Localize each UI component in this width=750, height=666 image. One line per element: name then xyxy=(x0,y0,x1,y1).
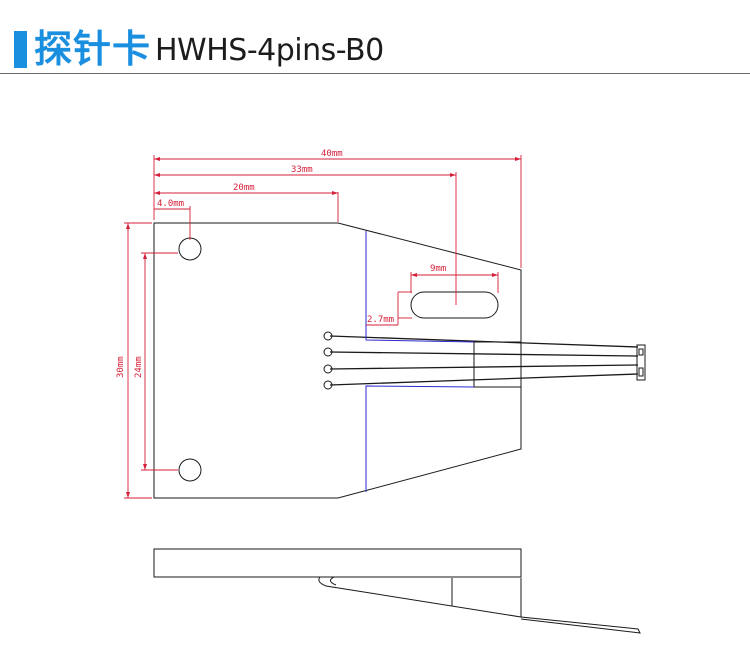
side-view xyxy=(153,548,641,634)
top-view xyxy=(153,222,646,499)
probe-needles xyxy=(329,335,639,386)
side-view-body xyxy=(153,548,522,578)
probe-tip-3 xyxy=(323,364,333,374)
dim-label-33mm: 33mm xyxy=(291,165,313,175)
side-view-taper xyxy=(318,576,522,618)
title-accent-bar xyxy=(14,31,27,68)
dim-label-40mm: 40mm xyxy=(321,149,343,159)
mounting-hole-top xyxy=(178,237,202,261)
card-outline xyxy=(153,222,522,499)
dim-label-2-7mm: 2.7mm xyxy=(367,315,394,325)
header-divider xyxy=(0,73,750,74)
dim-label-20mm: 20mm xyxy=(233,183,255,193)
end-connector xyxy=(636,344,646,381)
dim-label-9mm: 9mm xyxy=(430,264,446,274)
dimensions xyxy=(124,155,522,499)
title-chinese: 探针卡 xyxy=(34,27,152,71)
dimension-labels: 40mm 33mm 20mm 4.0mm 9mm 2.7mm 30mm 24mm xyxy=(116,149,446,378)
header: 探针卡 HWHS-4pins-B0 xyxy=(0,0,750,76)
dim-label-30mm: 30mm xyxy=(116,356,126,378)
slot xyxy=(410,291,499,319)
probe-tip-2 xyxy=(323,347,333,357)
title-model: HWHS-4pins-B0 xyxy=(155,33,384,68)
probe-tip-1 xyxy=(323,331,333,341)
inner-outline xyxy=(365,231,475,492)
probe-tip-4 xyxy=(323,380,333,390)
side-view-probe xyxy=(520,616,641,634)
mounting-hole-bottom xyxy=(178,458,202,482)
dim-label-4mm: 4.0mm xyxy=(157,199,184,209)
dim-label-24mm: 24mm xyxy=(134,356,144,378)
